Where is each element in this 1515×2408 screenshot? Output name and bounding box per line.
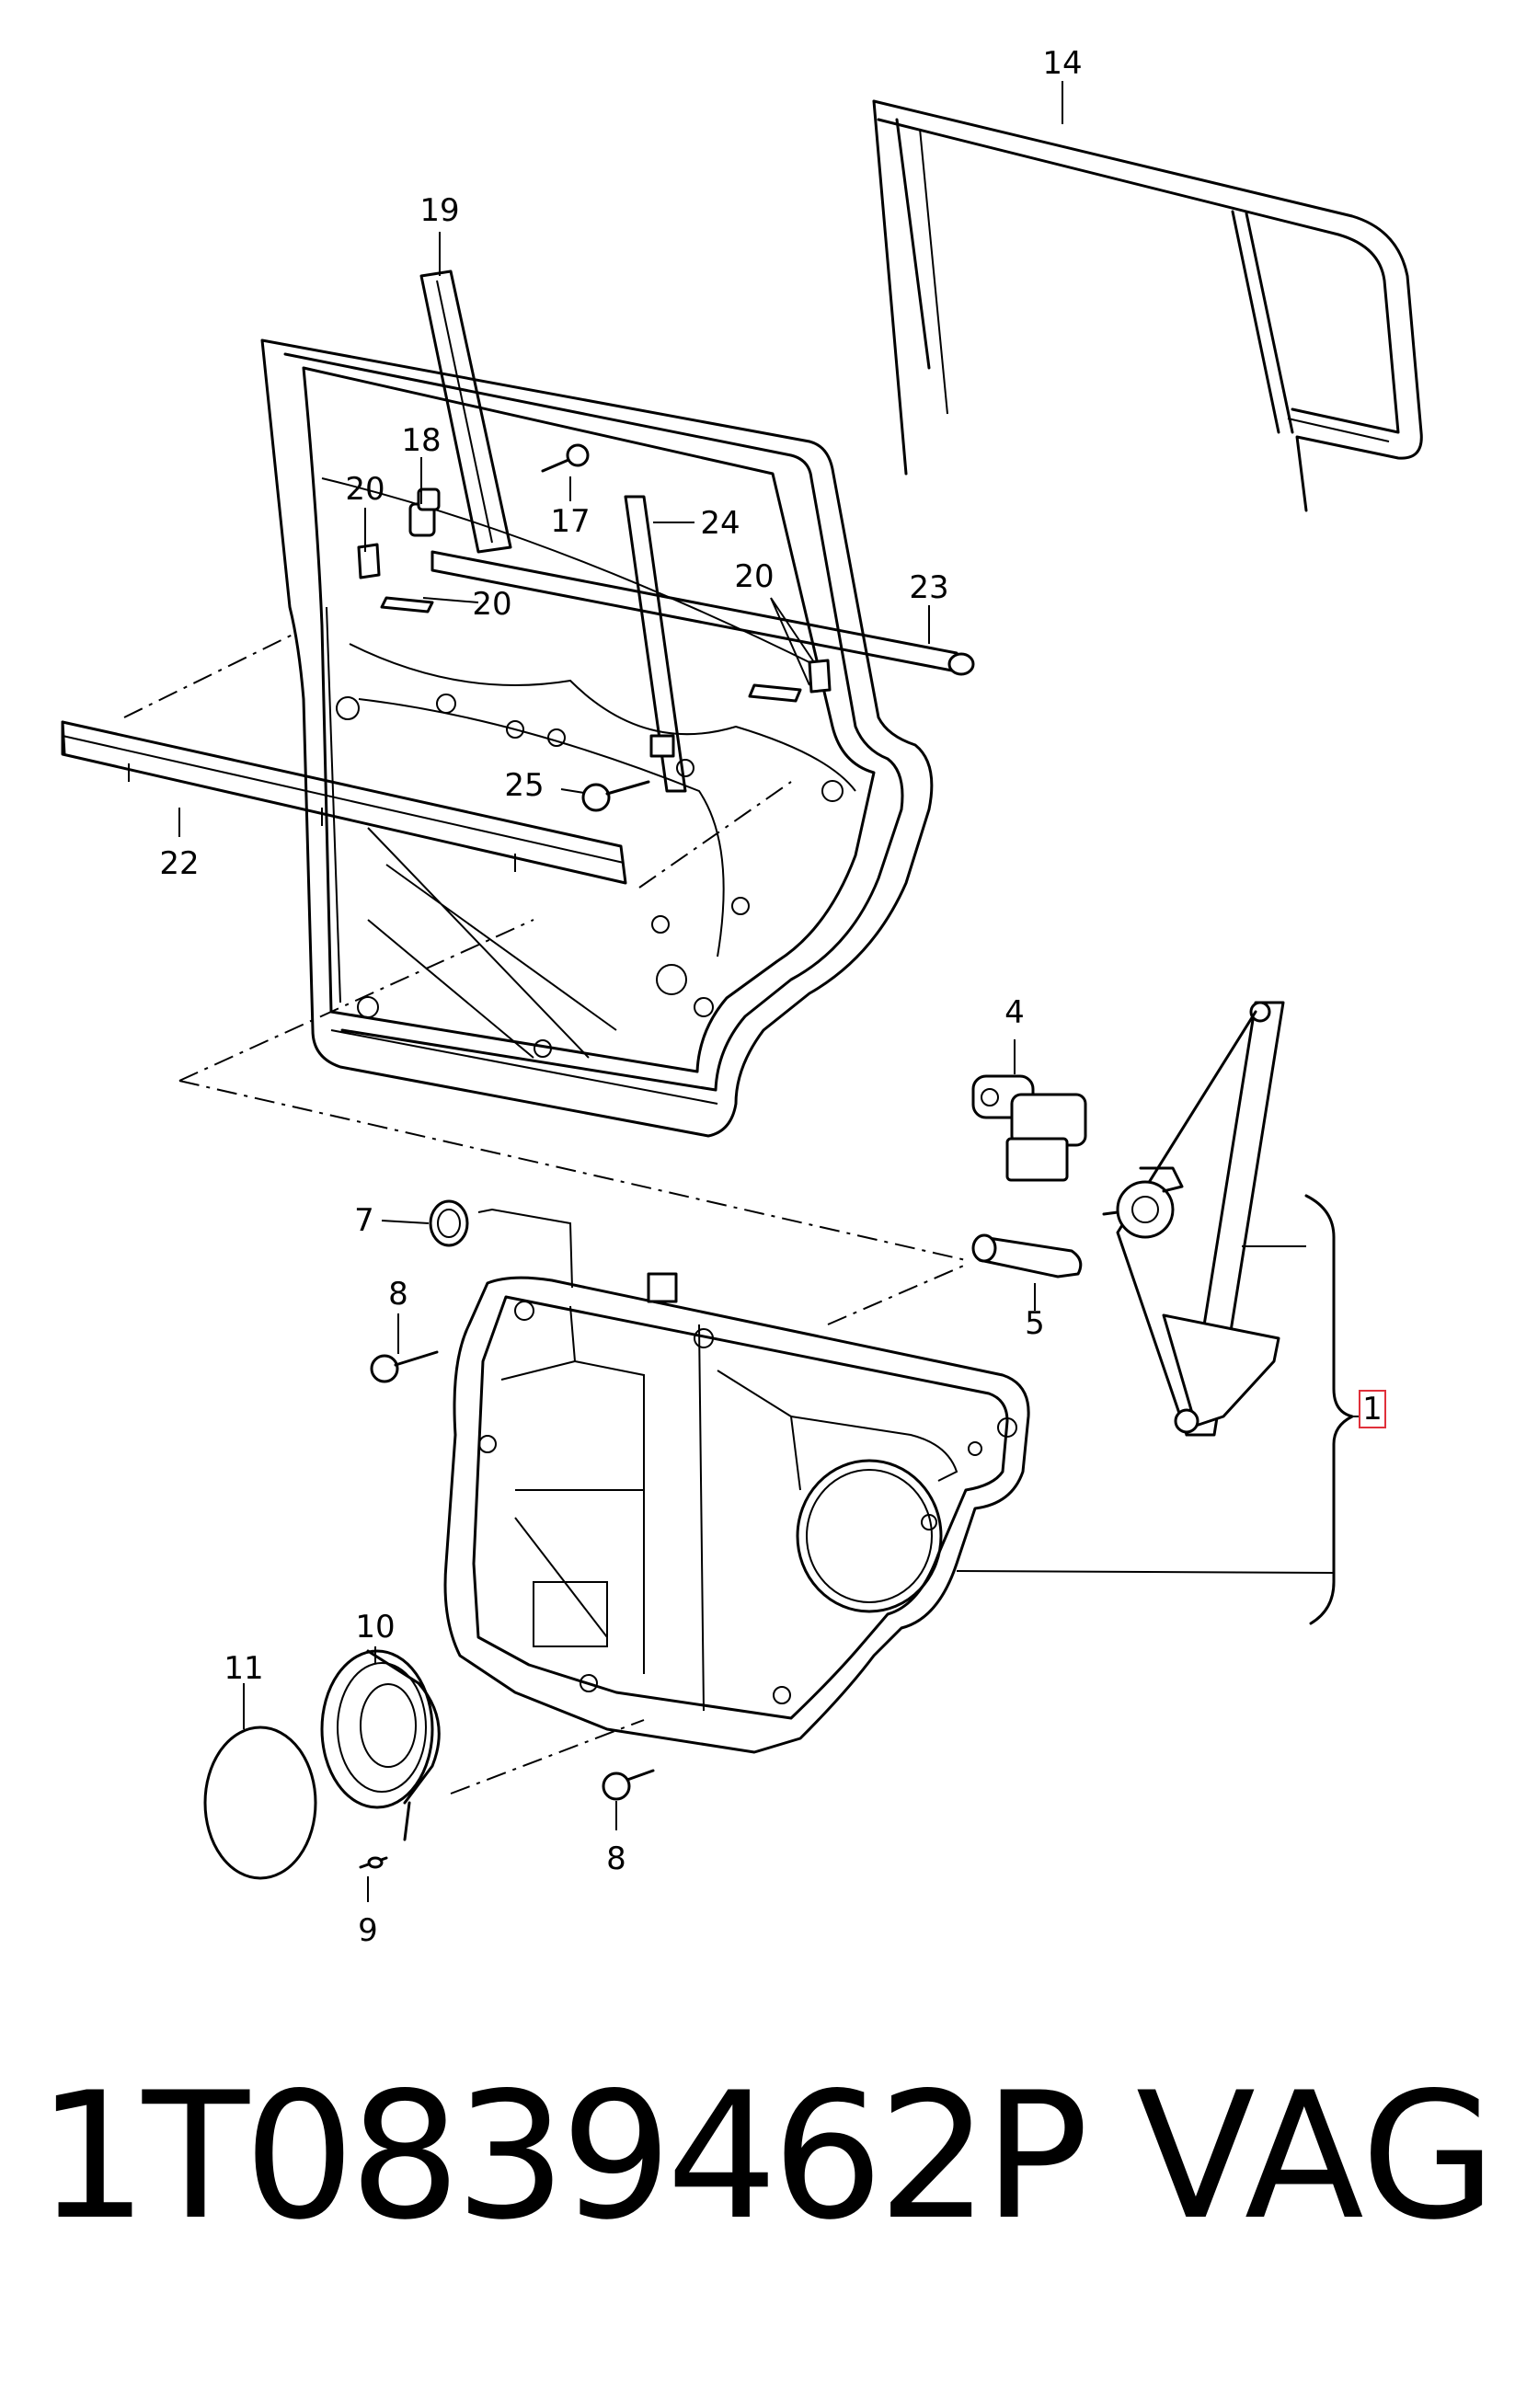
callout-25: 25 bbox=[504, 767, 544, 804]
callout-20-upper: 20 bbox=[345, 471, 384, 508]
callout-17: 17 bbox=[550, 503, 590, 540]
frame-trim-strip bbox=[419, 269, 512, 554]
outer-seal-strip bbox=[61, 720, 627, 885]
bolt-25 bbox=[581, 780, 650, 812]
foam-pad-upper-left bbox=[357, 543, 381, 579]
speaker-cover bbox=[203, 1726, 317, 1880]
callout-14: 14 bbox=[1042, 45, 1082, 82]
door-clip bbox=[408, 487, 441, 537]
bolt-8-lower bbox=[602, 1769, 655, 1801]
brand-name: VAG bbox=[1136, 2055, 1497, 2258]
door-shell bbox=[260, 338, 934, 1138]
screw-17 bbox=[541, 443, 590, 473]
grommet bbox=[429, 1199, 573, 1289]
part-number: 1T0839462P bbox=[37, 2055, 1089, 2258]
callout-20-right: 20 bbox=[734, 558, 774, 595]
crank-handle bbox=[971, 1233, 1083, 1279]
leader-lines bbox=[178, 81, 1360, 1902]
callout-8-upper: 8 bbox=[388, 1276, 408, 1313]
callout-5: 5 bbox=[1025, 1305, 1045, 1342]
callout-22: 22 bbox=[159, 845, 199, 882]
callout-19: 19 bbox=[419, 192, 459, 229]
callout-10: 10 bbox=[355, 1609, 395, 1645]
callout-18: 18 bbox=[401, 422, 441, 459]
callout-23: 23 bbox=[909, 569, 948, 606]
callout-8-lower: 8 bbox=[606, 1840, 626, 1877]
window-regulator bbox=[1116, 1001, 1306, 1437]
callout-9: 9 bbox=[358, 1912, 378, 1949]
callout-7: 7 bbox=[354, 1202, 374, 1239]
callout-20-center: 20 bbox=[472, 586, 511, 623]
inner-waist-seal bbox=[430, 550, 975, 676]
assembly-lines bbox=[123, 634, 967, 1795]
speaker bbox=[320, 1649, 441, 1841]
callout-1: 1 bbox=[1362, 1391, 1383, 1428]
callout-24: 24 bbox=[700, 505, 740, 542]
window-glass-frame bbox=[872, 99, 1423, 512]
rivet bbox=[359, 1856, 388, 1869]
door-module-carrier bbox=[443, 1272, 1030, 1754]
foam-pad-right bbox=[748, 659, 832, 703]
highlight-box bbox=[1359, 1390, 1386, 1428]
callout-4: 4 bbox=[1004, 994, 1025, 1031]
callout-11: 11 bbox=[224, 1650, 263, 1687]
foam-pad-center bbox=[380, 596, 434, 613]
bolt-8-upper bbox=[370, 1350, 439, 1383]
window-motor bbox=[971, 1074, 1087, 1182]
regulator-drive-hub bbox=[1102, 1166, 1184, 1239]
guide-rail bbox=[624, 495, 687, 793]
